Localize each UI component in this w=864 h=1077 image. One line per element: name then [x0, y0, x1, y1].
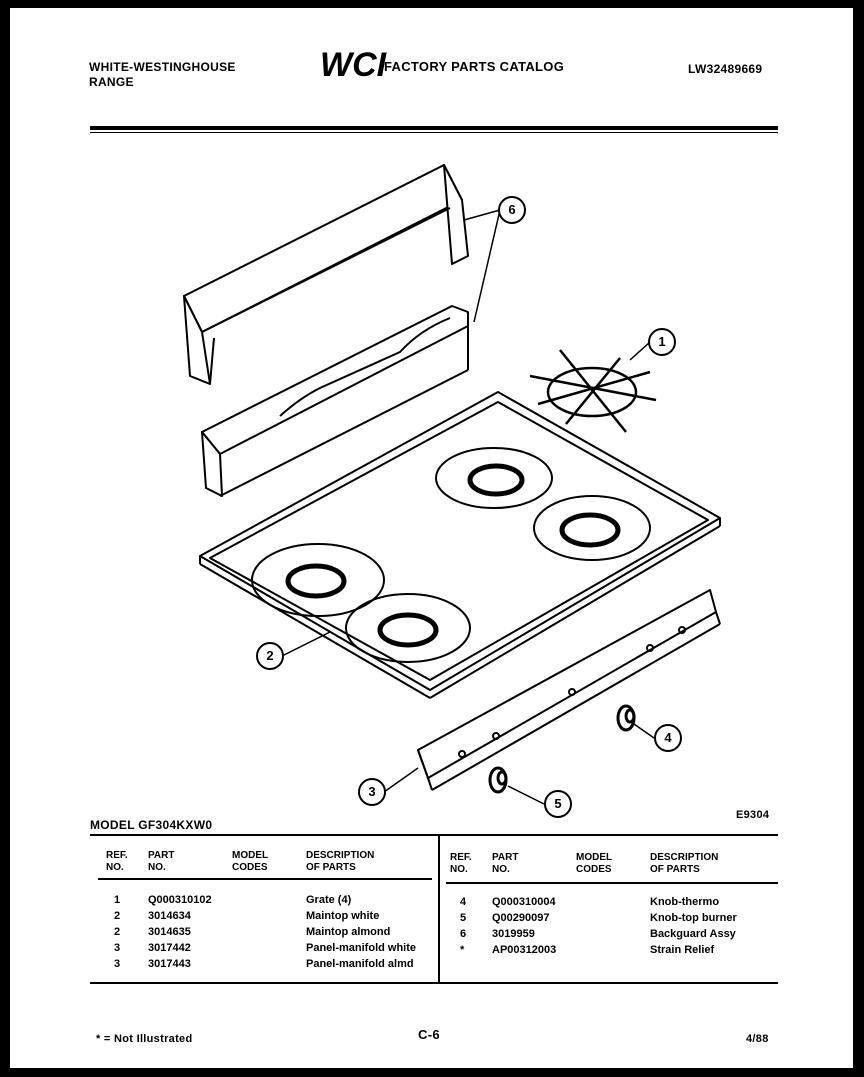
- header-ref-left: REF.NO.: [106, 850, 128, 873]
- part-description: Panel-manifold almd: [306, 958, 414, 970]
- catalog-title: FACTORY PARTS CATALOG: [384, 59, 565, 74]
- catalog-page: WHITE-WESTINGHOUSE RANGE WCI FACTORY PAR…: [10, 8, 853, 1068]
- knobs: [488, 704, 636, 794]
- ref-no: 5: [460, 912, 467, 924]
- ref-no: *: [460, 944, 465, 956]
- part-description: Strain Relief: [650, 944, 715, 956]
- maintop: [199, 391, 721, 699]
- part-no: 3017443: [148, 958, 191, 970]
- figure-code: E9304: [736, 809, 770, 821]
- callout-3: 3: [358, 778, 386, 806]
- part-description: Maintop white: [306, 910, 380, 922]
- part-description: Panel-manifold white: [306, 942, 417, 954]
- callout-1: 1: [648, 328, 676, 356]
- callout-2: 2: [256, 642, 284, 670]
- ref-no: 6: [460, 928, 467, 940]
- catalog-number: LW32489669: [688, 62, 763, 76]
- ref-no: 4: [460, 896, 467, 908]
- header-underline-left: [98, 878, 432, 880]
- part-no: Q00290097: [492, 912, 550, 924]
- backguard-trim: [201, 305, 469, 497]
- grate: [529, 349, 657, 433]
- not-illustrated-note: * = Not Illustrated: [96, 1033, 193, 1045]
- wci-logo: WCI: [318, 46, 388, 84]
- header-ref-right: REF.NO.: [450, 852, 472, 875]
- part-no: AP00312003: [492, 944, 557, 956]
- part-no: 3014634: [148, 910, 191, 922]
- part-description: Knob-thermo: [650, 896, 720, 908]
- ref-no: 1: [114, 894, 121, 906]
- manifold-panel: [417, 589, 721, 791]
- table-bottom-rule: [90, 982, 778, 984]
- exploded-parts-diagram: [183, 164, 721, 805]
- part-description: Maintop almond: [306, 926, 391, 938]
- callout-5: 5: [544, 790, 572, 818]
- header-rule-thin: [90, 132, 778, 133]
- part-no: Q000310102: [148, 894, 212, 906]
- ref-no: 2: [114, 926, 121, 938]
- ref-no: 3: [114, 958, 121, 970]
- part-description: Knob-top burner: [650, 912, 737, 924]
- header-underline-right: [446, 882, 778, 884]
- revision-date: 4/88: [746, 1033, 769, 1045]
- part-description: Backguard Assy: [650, 928, 736, 940]
- callout-4: 4: [654, 724, 682, 752]
- part-no: 3017442: [148, 942, 191, 954]
- part-description: Grate (4): [306, 894, 352, 906]
- page-number: C-6: [418, 1027, 440, 1042]
- ref-no: 2: [114, 910, 121, 922]
- wci-logo-text: WCI: [320, 46, 388, 80]
- part-no: Q000310004: [492, 896, 556, 908]
- table-divider: [438, 836, 440, 982]
- table-top-rule: [90, 834, 778, 836]
- model-number: MODEL GF304KXW0: [90, 818, 213, 832]
- part-no: 3019959: [492, 928, 535, 940]
- leader-lines: [281, 209, 655, 805]
- callout-6: 6: [498, 196, 526, 224]
- header-rule: [90, 126, 778, 130]
- part-no: 3014635: [148, 926, 191, 938]
- backguard-top: [183, 164, 469, 385]
- ref-no: 3: [114, 942, 121, 954]
- product-type: RANGE: [89, 75, 134, 89]
- brand-name: WHITE-WESTINGHOUSE: [89, 60, 236, 74]
